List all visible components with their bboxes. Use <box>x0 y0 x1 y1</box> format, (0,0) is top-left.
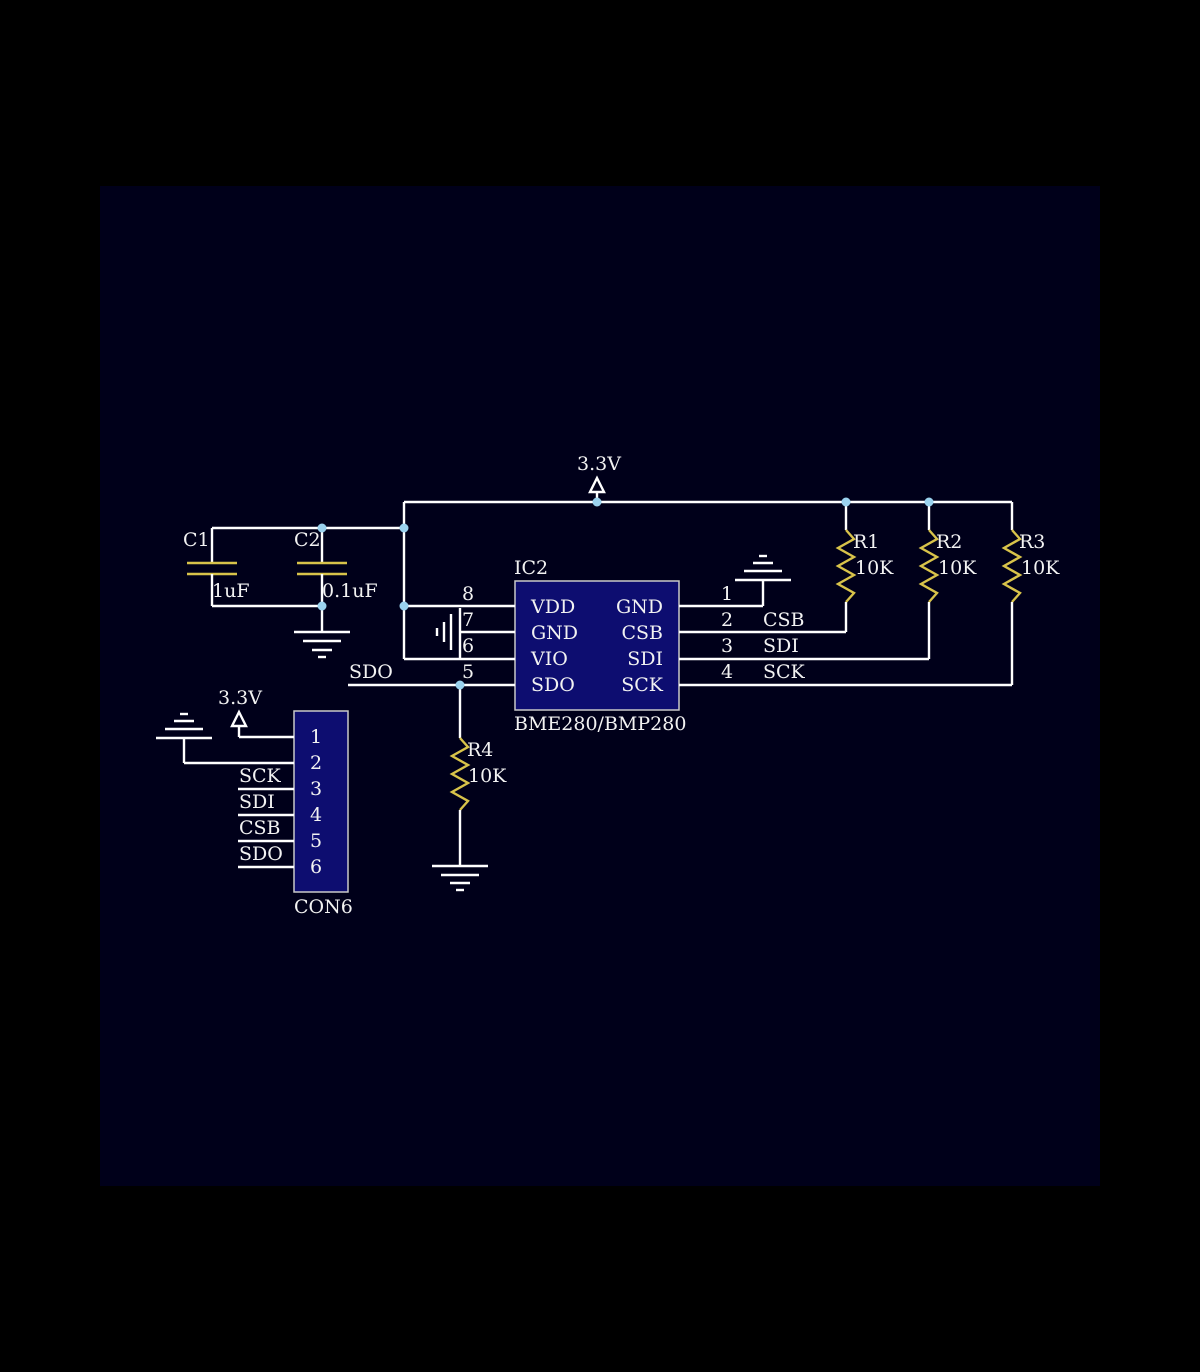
ic2-pin-5-num: 5 <box>462 661 474 683</box>
capacitor-c2: C2 0.1uF <box>294 528 378 632</box>
net-label-sdi: SDI <box>763 635 799 657</box>
resistor-r2: R2 10K <box>918 502 977 659</box>
con6-pin-1: 1 <box>310 726 322 748</box>
ic2-pin-7-num: 7 <box>462 609 474 631</box>
power-symbol-con6: 3.3V <box>218 687 262 728</box>
c1-ref: C1 <box>183 529 210 551</box>
r2-value: 10K <box>938 557 977 579</box>
ic2-pin-2-num: 2 <box>721 609 733 631</box>
r3-ref: R3 <box>1019 531 1045 553</box>
ic2-pin-sdo-name: SDO <box>531 674 575 696</box>
ic2-pin-gnd-left-name: GND <box>531 622 578 644</box>
resistor-r1: R1 10K <box>835 502 894 632</box>
c2-value: 0.1uF <box>322 580 378 602</box>
con6-pin-5: 5 <box>310 830 322 852</box>
con6-net-sck: SCK <box>239 765 282 787</box>
ic2-ref: IC2 <box>514 557 548 579</box>
con6-ref: CON6 <box>294 896 353 918</box>
con6-pin-6: 6 <box>310 856 322 878</box>
power-symbol-top: 3.3V <box>577 453 621 502</box>
c2-ref: C2 <box>294 529 321 551</box>
ic2-part: BME280/BMP280 <box>514 713 686 735</box>
ic2-pin-gnd-right-name: GND <box>616 596 663 618</box>
ground-symbol-r4 <box>432 864 488 892</box>
r4-value: 10K <box>468 765 507 787</box>
r1-value: 10K <box>855 557 894 579</box>
ic2-pin-csb-name: CSB <box>621 622 663 644</box>
r2-ref: R2 <box>936 531 962 553</box>
con6-net-sdo: SDO <box>239 843 283 865</box>
con6-net-csb: CSB <box>239 817 281 839</box>
ic2-right-wires: CSB SDI SCK <box>679 580 1012 687</box>
ic2-pin-sck-name: SCK <box>621 674 664 696</box>
ic2-pin-1-num: 1 <box>721 583 733 605</box>
r1-ref: R1 <box>853 531 879 553</box>
connector-con6: CON6 1 2 3 4 5 6 <box>293 710 353 918</box>
ic2-chip: IC2 BME280/BMP280 VDD GND VIO SDO GND CS… <box>462 557 733 735</box>
con6-pin-2: 2 <box>310 752 322 774</box>
r3-value: 10K <box>1021 557 1060 579</box>
net-label-sdo: SDO <box>349 661 393 683</box>
con6-wires: SCK SDI CSB SDO <box>182 727 294 869</box>
ic2-pin-8-num: 8 <box>462 583 474 605</box>
ic2-pin-vio-name: VIO <box>530 648 568 670</box>
ic2-pin-sdi-name: SDI <box>627 648 663 670</box>
power-label-top: 3.3V <box>577 453 621 475</box>
junction-dots <box>317 497 934 690</box>
con6-pin-4: 4 <box>310 804 322 826</box>
ground-symbol-caps <box>294 630 350 659</box>
ic2-pin-6-num: 6 <box>462 635 474 657</box>
ground-symbol-pin1 <box>735 554 791 582</box>
resistor-r3: R3 10K <box>1001 502 1060 685</box>
con6-net-sdi: SDI <box>239 791 275 813</box>
capacitor-c1: C1 1uF <box>183 528 250 606</box>
r4-ref: R4 <box>467 739 493 761</box>
net-label-sck: SCK <box>763 661 806 683</box>
c1-value: 1uF <box>212 580 250 602</box>
power-label-con6: 3.3V <box>218 687 262 709</box>
ic2-pin-vdd-name: VDD <box>530 596 575 618</box>
con6-pin-3: 3 <box>310 778 322 800</box>
ic2-left-wires: SDO <box>348 604 515 687</box>
net-label-csb: CSB <box>763 609 805 631</box>
ground-symbol-pin7 <box>435 614 453 650</box>
ic2-pin-4-num: 4 <box>721 661 733 683</box>
ground-symbol-con6 <box>156 712 212 740</box>
resistor-r4: R4 10K <box>449 685 507 866</box>
ic2-pin-3-num: 3 <box>721 635 733 657</box>
